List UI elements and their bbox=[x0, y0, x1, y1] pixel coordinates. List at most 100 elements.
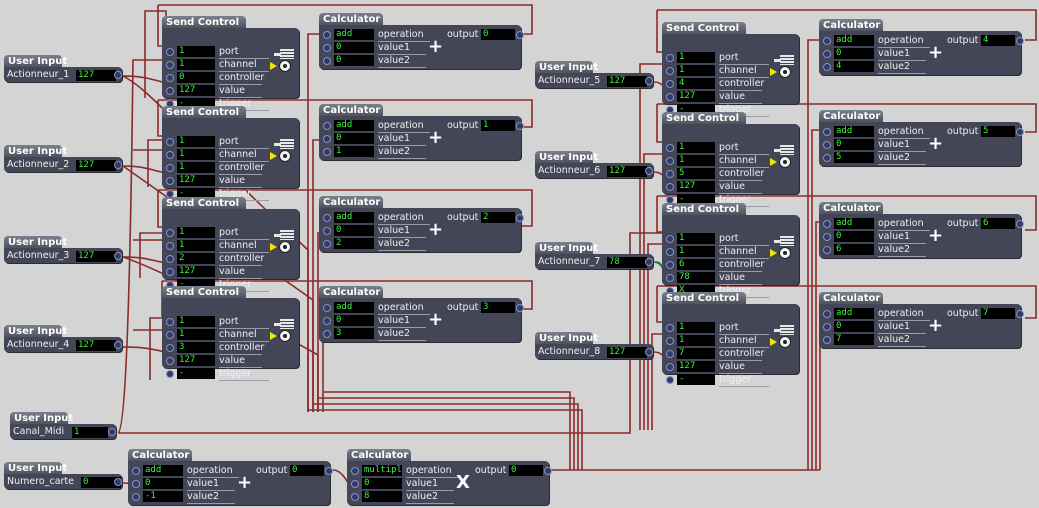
input-value-field[interactable]: - bbox=[177, 368, 215, 379]
input-port-dot[interactable] bbox=[666, 363, 674, 371]
input-value-field[interactable]: 0 bbox=[834, 139, 874, 150]
output-port-dot[interactable] bbox=[645, 348, 653, 356]
input-value-field[interactable]: 2 bbox=[334, 238, 374, 249]
input-value-field[interactable]: 1 bbox=[177, 240, 215, 251]
input-value-field[interactable]: 127 bbox=[677, 181, 715, 192]
input-port-dot[interactable] bbox=[323, 330, 331, 338]
input-port-dot[interactable] bbox=[323, 317, 331, 325]
input-value-field[interactable]: - bbox=[677, 374, 715, 385]
input-port-dot[interactable] bbox=[166, 318, 174, 326]
input-value-field[interactable]: 1 bbox=[334, 146, 374, 157]
input-port-dot[interactable] bbox=[666, 350, 674, 358]
output-port-dot[interactable] bbox=[516, 31, 524, 39]
input-value-field[interactable]: 1 bbox=[177, 149, 215, 160]
input-port-dot[interactable] bbox=[666, 93, 674, 101]
input-port-dot[interactable] bbox=[823, 63, 831, 71]
output-port-dot[interactable] bbox=[114, 161, 122, 169]
input-value-field[interactable]: 78 bbox=[677, 272, 715, 283]
output-value-field[interactable]: 127 bbox=[76, 70, 116, 81]
output-value-field[interactable]: 127 bbox=[607, 347, 647, 358]
input-port-dot[interactable] bbox=[666, 235, 674, 243]
input-port-dot[interactable] bbox=[823, 336, 831, 344]
input-port-dot[interactable] bbox=[166, 255, 174, 263]
input-value-field[interactable]: 0 bbox=[143, 478, 183, 489]
input-value-field[interactable]: 1 bbox=[177, 59, 215, 70]
input-port-dot[interactable] bbox=[166, 268, 174, 276]
input-port-dot[interactable] bbox=[823, 233, 831, 241]
input-value-field[interactable]: 7 bbox=[677, 348, 715, 359]
input-port-dot[interactable] bbox=[166, 151, 174, 159]
input-value-field[interactable]: 1 bbox=[177, 162, 215, 173]
output-port-dot[interactable] bbox=[645, 167, 653, 175]
output-port-dot[interactable] bbox=[516, 304, 524, 312]
output-port-dot[interactable] bbox=[1016, 220, 1024, 228]
input-value-field[interactable]: 127 bbox=[177, 85, 215, 96]
input-port-dot[interactable] bbox=[823, 141, 831, 149]
output-port-dot[interactable] bbox=[544, 467, 552, 475]
input-port-dot[interactable] bbox=[166, 242, 174, 250]
input-port-dot[interactable] bbox=[823, 50, 831, 58]
input-port-dot[interactable] bbox=[132, 493, 140, 501]
output-value-field[interactable]: 127 bbox=[607, 76, 647, 87]
input-value-field[interactable]: 3 bbox=[334, 328, 374, 339]
output-value-field[interactable]: 78 bbox=[607, 257, 647, 268]
input-value-field[interactable]: 5 bbox=[834, 152, 874, 163]
input-port-dot[interactable] bbox=[666, 67, 674, 75]
input-value-field[interactable]: 1 bbox=[677, 65, 715, 76]
input-value-field[interactable]: 0 bbox=[177, 72, 215, 83]
input-value-field[interactable]: 1 bbox=[177, 136, 215, 147]
input-port-dot[interactable] bbox=[166, 370, 174, 378]
input-port-dot[interactable] bbox=[666, 376, 674, 384]
output-value-field[interactable]: 0 bbox=[81, 477, 121, 488]
input-port-dot[interactable] bbox=[823, 323, 831, 331]
output-port-dot[interactable] bbox=[516, 214, 524, 222]
input-value-field[interactable]: -1 bbox=[143, 491, 183, 502]
output-port-dot[interactable] bbox=[114, 71, 122, 79]
input-value-field[interactable]: 8 bbox=[362, 491, 402, 502]
input-port-dot[interactable] bbox=[166, 357, 174, 365]
input-port-dot[interactable] bbox=[166, 48, 174, 56]
input-port-dot[interactable] bbox=[166, 344, 174, 352]
input-port-dot[interactable] bbox=[666, 54, 674, 62]
input-value-field[interactable]: 1 bbox=[677, 155, 715, 166]
input-port-dot[interactable] bbox=[823, 246, 831, 254]
input-port-dot[interactable] bbox=[166, 74, 174, 82]
input-port-dot[interactable] bbox=[166, 229, 174, 237]
output-port-dot[interactable] bbox=[114, 341, 122, 349]
output-value-field[interactable]: 1 bbox=[72, 427, 108, 438]
input-value-field[interactable]: 7 bbox=[834, 334, 874, 345]
operation-field[interactable]: multiply bbox=[362, 465, 402, 476]
input-port-dot[interactable] bbox=[666, 144, 674, 152]
input-value-field[interactable]: 4 bbox=[834, 61, 874, 72]
input-value-field[interactable]: 1 bbox=[177, 46, 215, 57]
input-value-field[interactable]: 127 bbox=[177, 175, 215, 186]
input-port-dot[interactable] bbox=[323, 57, 331, 65]
output-port-dot[interactable] bbox=[325, 467, 333, 475]
input-value-field[interactable]: 1 bbox=[677, 335, 715, 346]
output-value-field[interactable]: 127 bbox=[76, 160, 116, 171]
output-port-dot[interactable] bbox=[645, 77, 653, 85]
input-value-field[interactable]: 127 bbox=[677, 91, 715, 102]
input-port-dot[interactable] bbox=[666, 261, 674, 269]
input-port-dot[interactable] bbox=[323, 227, 331, 235]
